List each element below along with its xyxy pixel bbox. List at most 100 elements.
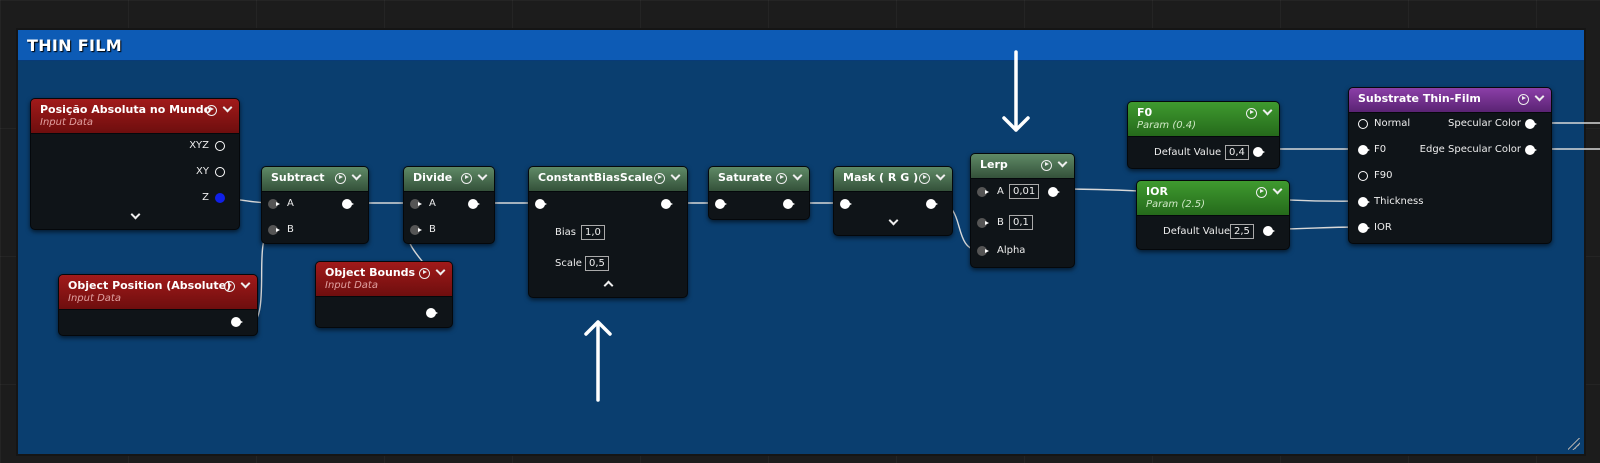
node-lerp[interactable]: Lerp A 0,01 B 0,1 Alpha (970, 153, 1075, 268)
input-pin-thickness[interactable] (1358, 197, 1370, 207)
input-pin-ior[interactable] (1358, 223, 1370, 233)
expand-chevron-icon[interactable] (888, 217, 900, 227)
node-constant-bias-scale[interactable]: ConstantBiasScale Bias 1,0 Scale 0,5 (528, 166, 688, 298)
pin-label-xyz: XYZ (189, 140, 209, 151)
bias-input[interactable]: 1,0 (581, 225, 605, 240)
node-title: Saturate (718, 171, 773, 184)
output-pin[interactable] (231, 317, 243, 327)
output-pin-edge-specular-color[interactable] (1525, 145, 1537, 155)
output-pin[interactable] (342, 199, 354, 209)
chevron-down-icon[interactable] (1272, 186, 1284, 198)
node-title: Divide (413, 171, 453, 184)
preview-icon[interactable] (206, 104, 217, 116)
chevron-down-icon[interactable] (935, 172, 947, 184)
node-header[interactable]: Substrate Thin-Film (1349, 88, 1551, 113)
node-divide[interactable]: Divide A B (403, 166, 495, 244)
preview-icon[interactable] (1246, 107, 1257, 119)
scale-label: Scale (555, 258, 582, 269)
preview-icon[interactable] (461, 172, 472, 184)
a-value-input[interactable]: 0,01 (1009, 184, 1040, 199)
default-value-label: Default Value (1163, 226, 1231, 237)
node-header[interactable]: Object Position (Absolute) Input Data (59, 275, 257, 310)
input-pin-b[interactable] (977, 218, 989, 228)
node-world-position[interactable]: Posição Absoluta no Mundo Input Data XYZ… (30, 98, 240, 230)
node-mask-rg[interactable]: Mask ( R G ) (833, 166, 953, 236)
input-pin-a[interactable] (268, 199, 280, 209)
output-pin[interactable] (1263, 226, 1275, 236)
pin-label-edge-specular-color: Edge Specular Color (1419, 144, 1521, 155)
output-pin[interactable] (468, 199, 480, 209)
node-header[interactable]: IOR Param (2.5) (1137, 181, 1289, 216)
node-header[interactable]: F0 Param (0.4) (1128, 102, 1279, 137)
default-value-input[interactable]: 0,4 (1225, 145, 1249, 160)
node-ior-param[interactable]: IOR Param (2.5) Default Value 2,5 (1136, 180, 1290, 250)
preview-icon[interactable] (919, 172, 930, 184)
output-pin[interactable] (783, 199, 795, 209)
node-subtract[interactable]: Subtract A B (261, 166, 369, 244)
chevron-down-icon[interactable] (240, 280, 252, 292)
node-header[interactable]: Lerp (971, 154, 1074, 179)
output-pin-z[interactable] (215, 193, 225, 203)
chevron-down-icon[interactable] (351, 172, 363, 184)
node-header[interactable]: Object Bounds Input Data (316, 262, 452, 297)
pin-label-b: B (287, 224, 294, 235)
output-pin-xy[interactable] (215, 167, 225, 177)
expand-chevron-icon[interactable] (130, 211, 142, 221)
node-object-position[interactable]: Object Position (Absolute) Input Data (58, 274, 258, 336)
input-pin-f0[interactable] (1358, 145, 1370, 155)
resize-grip-icon[interactable] (1568, 438, 1580, 450)
chevron-down-icon[interactable] (1057, 159, 1069, 171)
node-header[interactable]: Saturate (709, 167, 809, 192)
node-subtitle: Input Data (325, 280, 378, 291)
output-pin[interactable] (1253, 147, 1265, 157)
input-pin-f90[interactable] (1358, 171, 1368, 181)
input-pin-normal[interactable] (1358, 119, 1368, 129)
output-pin-xyz[interactable] (215, 141, 225, 151)
b-value-input[interactable]: 0,1 (1009, 215, 1033, 230)
preview-icon[interactable] (224, 280, 235, 292)
comment-header[interactable]: THIN FILM (18, 30, 1584, 61)
preview-icon[interactable] (654, 172, 665, 184)
input-pin[interactable] (840, 199, 852, 209)
chevron-down-icon[interactable] (1262, 107, 1274, 119)
node-header[interactable]: Subtract (262, 167, 368, 192)
default-value-input[interactable]: 2,5 (1230, 224, 1254, 239)
output-pin[interactable] (426, 308, 438, 318)
pin-label-a: A (287, 198, 294, 209)
node-header[interactable]: Mask ( R G ) (834, 167, 952, 192)
node-header[interactable]: ConstantBiasScale (529, 167, 687, 192)
chevron-down-icon[interactable] (670, 172, 682, 184)
node-f0-param[interactable]: F0 Param (0.4) Default Value 0,4 (1127, 101, 1280, 169)
preview-icon[interactable] (776, 172, 787, 184)
scale-input[interactable]: 0,5 (585, 256, 609, 271)
pin-label-b: B (429, 224, 436, 235)
input-pin[interactable] (715, 199, 727, 209)
input-pin-alpha[interactable] (977, 246, 989, 256)
input-pin-b[interactable] (410, 225, 422, 235)
input-pin-a[interactable] (410, 199, 422, 209)
preview-icon[interactable] (1518, 93, 1529, 105)
preview-icon[interactable] (1041, 159, 1052, 171)
pin-label-normal: Normal (1374, 118, 1411, 129)
preview-icon[interactable] (335, 172, 346, 184)
preview-icon[interactable] (1256, 186, 1267, 198)
output-pin-specular-color[interactable] (1525, 119, 1537, 129)
input-pin-a[interactable] (977, 187, 989, 197)
chevron-down-icon[interactable] (1534, 93, 1546, 105)
node-saturate[interactable]: Saturate (708, 166, 810, 220)
collapse-chevron-icon[interactable] (603, 279, 615, 289)
output-pin[interactable] (926, 199, 938, 209)
chevron-down-icon[interactable] (435, 267, 447, 279)
node-substrate-thin-film[interactable]: Substrate Thin-Film Normal F0 F90 Thickn… (1348, 87, 1552, 244)
node-header[interactable]: Divide (404, 167, 494, 192)
node-header[interactable]: Posição Absoluta no Mundo Input Data (31, 99, 239, 134)
node-object-bounds[interactable]: Object Bounds Input Data (315, 261, 453, 328)
input-pin-b[interactable] (268, 225, 280, 235)
chevron-down-icon[interactable] (477, 172, 489, 184)
preview-icon[interactable] (419, 267, 430, 279)
input-pin[interactable] (535, 199, 547, 209)
chevron-down-icon[interactable] (222, 104, 234, 116)
chevron-down-icon[interactable] (792, 172, 804, 184)
output-pin[interactable] (1048, 187, 1060, 197)
output-pin[interactable] (661, 199, 673, 209)
